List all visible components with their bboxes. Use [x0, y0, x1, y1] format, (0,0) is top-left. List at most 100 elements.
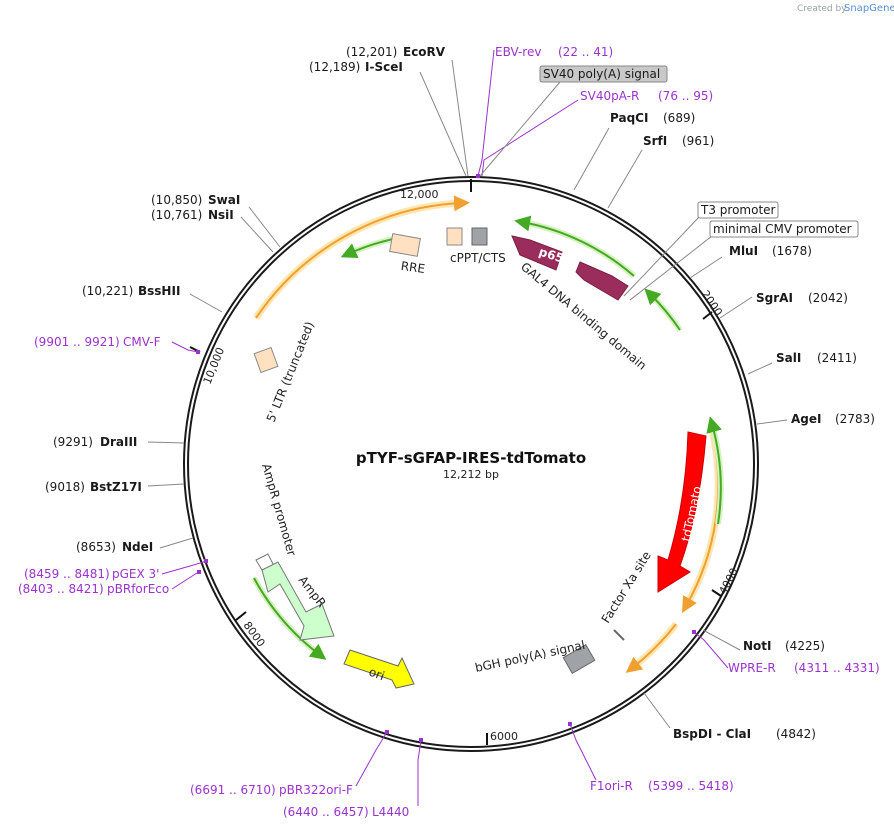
- site-sali-name[interactable]: SalI: [776, 351, 801, 365]
- cppt-label: cPPT/CTS: [450, 251, 506, 265]
- sv40-leader: [479, 81, 561, 177]
- site-mlui-pos: (1678): [772, 244, 812, 258]
- bgh-feature[interactable]: [562, 644, 596, 674]
- site-agei-name[interactable]: AgeI: [791, 412, 821, 426]
- primer-sv40par-range: (76 .. 95): [658, 89, 713, 103]
- primer-marks: [196, 174, 696, 742]
- sv40-polya-label: SV40 poly(A) signal: [543, 67, 660, 81]
- sv40-polya-box[interactable]: [539, 65, 668, 83]
- ori-label: ori: [367, 665, 386, 683]
- orf-green-small[interactable]: [644, 288, 681, 331]
- t3-promoter-label: T3 promoter: [700, 203, 776, 217]
- tick-label-2000: 2000: [699, 288, 725, 318]
- ampr-promoter-label: AmpR promoter: [259, 462, 299, 558]
- site-ndei-name[interactable]: NdeI: [122, 540, 153, 554]
- t3-promoter-box[interactable]: [697, 201, 779, 219]
- site-draiii-pos: (9291): [53, 435, 93, 449]
- tick-2000: [702, 311, 713, 320]
- orf-arc-top-left-glow: [253, 199, 463, 320]
- ori-feature[interactable]: [343, 649, 415, 689]
- p65-feature[interactable]: [511, 235, 563, 271]
- site-isce-name[interactable]: I-SceI: [365, 60, 403, 74]
- primer-pbrforeco-name[interactable]: pBRforEco: [107, 582, 169, 596]
- primer-l4440-range: (6440 .. 6457): [283, 805, 369, 819]
- site-bsshii-pos: (10,221): [82, 284, 133, 298]
- site-leaders: [147, 59, 788, 729]
- primer-leaders: [161, 49, 729, 806]
- cppt-feature-left[interactable]: [446, 227, 463, 246]
- site-noti-name[interactable]: NotI: [743, 639, 772, 653]
- site-ecorv-pos: (12,201): [346, 45, 397, 59]
- site-srfi-pos: (961): [682, 134, 714, 148]
- backbone-outer: [183, 176, 759, 752]
- site-ecorv-name[interactable]: EcoRV: [403, 45, 446, 59]
- site-paqci-pos: (689): [663, 111, 695, 125]
- ampr-feature[interactable]: [261, 561, 335, 641]
- ltr-feature[interactable]: [253, 346, 279, 374]
- site-bstz17i-name[interactable]: BstZ17I: [90, 480, 142, 494]
- tick-label-6000: 6000: [490, 730, 518, 743]
- site-paqci-name[interactable]: PaqCI: [610, 111, 648, 125]
- t3-leader: [623, 215, 701, 297]
- site-srfi-name[interactable]: SrfI: [643, 134, 667, 148]
- mincmv-leader: [629, 235, 713, 301]
- primer-f1orir-name[interactable]: F1ori-R: [590, 779, 633, 793]
- primer-cmvf-range: (9901 .. 9921): [34, 335, 120, 349]
- orf-green-right[interactable]: [706, 416, 722, 525]
- site-bspdi-pos: (4842): [776, 727, 816, 741]
- site-swai-pos: (10,850): [151, 193, 202, 207]
- plasmid-title: pTYF-sGFAP-IRES-tdTomato: [356, 449, 586, 467]
- site-sgrai-name[interactable]: SgrAI: [756, 291, 793, 305]
- ltr-label: 5' LTR (truncated): [264, 320, 317, 425]
- site-nsii-pos: (10,761): [151, 208, 202, 222]
- factorxa-feature[interactable]: [613, 629, 625, 641]
- primer-pbr322orif-name[interactable]: pBR322ori-F: [279, 783, 353, 797]
- rre-feature[interactable]: [389, 233, 421, 257]
- primer-ebvrev-range: (22 .. 41): [558, 45, 613, 59]
- tick-8000: [235, 611, 247, 621]
- primer-wprer-range: (4311 .. 4331): [794, 661, 880, 675]
- orf-green-bottom[interactable]: [253, 577, 327, 660]
- primer-wprer-name[interactable]: WPRE-R: [728, 661, 776, 675]
- tdtomato-feature[interactable]: [657, 431, 707, 593]
- primer-pgex3-name[interactable]: pGEX 3': [112, 567, 159, 581]
- factorxa-label: Factor Xa site: [599, 549, 654, 626]
- gal4-feature[interactable]: [575, 261, 629, 301]
- primer-l4440-name[interactable]: L4440: [372, 805, 409, 819]
- primer-f1orir-range: (5399 .. 5418): [648, 779, 734, 793]
- site-ndei-pos: (8653): [76, 540, 116, 554]
- primer-pbrforeco-range: (8403 .. 8421): [18, 582, 104, 596]
- minimal-cmv-label: minimal CMV promoter: [713, 222, 852, 236]
- tick-label-12000: 12,000: [400, 188, 439, 201]
- site-nsii-name[interactable]: NsiI: [208, 208, 234, 222]
- primer-ebvrev-name[interactable]: EBV-rev: [495, 45, 541, 59]
- site-isce-pos: (12,189): [309, 60, 360, 74]
- site-mlui-name[interactable]: MluI: [729, 244, 758, 258]
- site-swai-name[interactable]: SwaI: [208, 193, 240, 207]
- snapgene-logo-text: SnapGene: [844, 3, 894, 14]
- site-agei-pos: (2783): [835, 412, 875, 426]
- primer-sv40par-name[interactable]: SV40pA-R: [580, 89, 639, 103]
- orf-green-top[interactable]: [514, 215, 635, 277]
- cppt-feature-right[interactable]: [471, 227, 488, 246]
- site-draiii-name[interactable]: DraIII: [100, 435, 137, 449]
- tick-4000: [711, 589, 722, 597]
- primer-pgex3-range: (8459 .. 8481): [24, 567, 110, 581]
- site-bsshii-name[interactable]: BssHII: [138, 284, 180, 298]
- site-bspdi-name[interactable]: BspDI - ClaI: [673, 727, 751, 741]
- credit-prefix: Created by: [797, 4, 847, 14]
- primer-pbr322orif-range: (6691 .. 6710): [190, 783, 276, 797]
- tick-label-4000: 4000: [716, 566, 741, 597]
- orf-arc-lower-right[interactable]: [625, 623, 677, 673]
- orf-arc-lower-right-glow: [629, 621, 679, 671]
- minimal-cmv-box[interactable]: [709, 220, 859, 238]
- rre-label: RRE: [400, 259, 426, 276]
- plasmid-size: 12,212 bp: [443, 468, 499, 481]
- primer-cmvf-name[interactable]: CMV-F: [123, 335, 161, 349]
- orf-arc-top-left[interactable]: [255, 195, 470, 319]
- site-sali-pos: (2411): [817, 351, 857, 365]
- site-sgrai-pos: (2042): [808, 291, 848, 305]
- site-bstz17i-pos: (9018): [45, 480, 85, 494]
- site-noti-pos: (4225): [785, 639, 825, 653]
